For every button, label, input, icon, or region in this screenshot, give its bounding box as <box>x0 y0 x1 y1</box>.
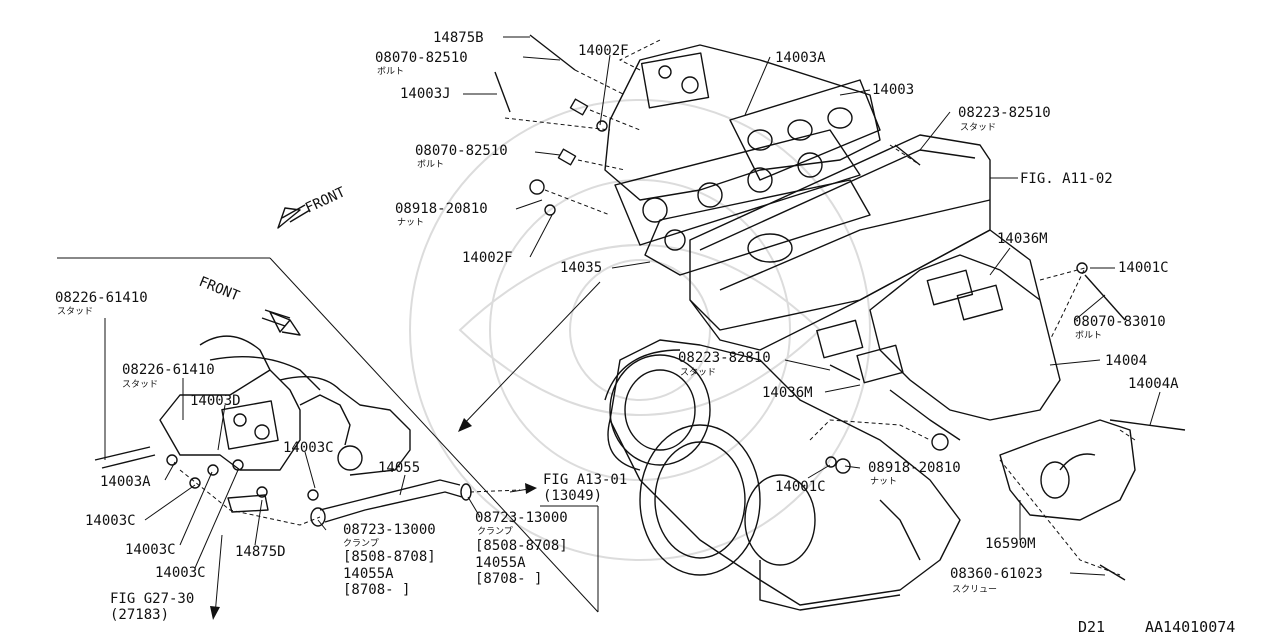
part-label-14875B: 14875B <box>433 30 484 46</box>
leader-arrow-engine <box>458 281 601 432</box>
model-label-d21: D21 <box>1078 618 1105 636</box>
part-label-14003C-c: 14003C <box>125 542 176 558</box>
jp-nut-right: ナット <box>870 476 897 487</box>
engine-block-drawing <box>604 134 1041 611</box>
part-label-14003A-top: 14003A <box>775 50 826 66</box>
ref-label-fig-a13-01: FIG A13-01 <box>543 472 627 488</box>
jp-clamp-b: クランプ <box>477 526 513 537</box>
ref-label-13049: (13049) <box>543 488 602 504</box>
jp-stud-82810: スタッド <box>680 367 716 378</box>
part-label-14002F-lower: 14002F <box>462 250 513 266</box>
jp-bolt-83010: ボルト <box>1075 330 1102 341</box>
front-label-top: FRONT <box>303 184 348 217</box>
part-label-08918-20810-right: 08918-20810 <box>868 460 961 476</box>
part-label-08226-61410-b: 08226-61410 <box>122 362 215 378</box>
ref-label-fig-a11-02: FIG. A11-02 <box>1020 171 1113 187</box>
part-label-14055: 14055 <box>378 460 420 476</box>
jp-bolt-top: ボルト <box>377 66 404 77</box>
part-label-8708-b: [8708- ] <box>475 571 542 587</box>
leader-arrow-fig-g27 <box>210 534 223 620</box>
part-label-14036M-lower: 14036M <box>762 385 813 401</box>
part-label-08223-82510: 08223-82510 <box>958 105 1051 121</box>
jp-stud-a: スタッド <box>57 306 93 317</box>
part-labels: 14875B 08070-82510 ボルト 14002F 14003A 140… <box>55 30 1235 636</box>
part-label-14002F-top: 14002F <box>578 43 629 59</box>
part-label-14003: 14003 <box>872 82 914 98</box>
part-label-8508-8708-b: [8508-8708] <box>475 538 568 554</box>
part-label-14004: 14004 <box>1105 353 1147 369</box>
leader-arrow-fig-a13 <box>509 483 537 494</box>
part-label-14003C-d: 14003C <box>155 565 206 581</box>
part-label-08226-61410-a: 08226-61410 <box>55 290 148 306</box>
jp-stud-08223-82510: スタッド <box>960 122 996 133</box>
part-label-14003J: 14003J <box>400 86 451 102</box>
jp-nut-left: ナット <box>397 217 424 228</box>
manifold-assembly-top <box>604 44 881 276</box>
jp-stud-b: スタッド <box>122 379 158 390</box>
part-label-08070-82510-top: 08070-82510 <box>375 50 468 66</box>
manifold-left-lower <box>159 335 472 527</box>
part-label-14001C-right: 14001C <box>1118 260 1169 276</box>
front-arrow-top <box>277 204 311 229</box>
part-label-8708-a: [8708- ] <box>343 582 410 598</box>
diagram-code-label: AA14010074 <box>1145 618 1235 636</box>
front-label-mid: FRONT <box>197 274 243 305</box>
part-label-08918-20810-left: 08918-20810 <box>395 201 488 217</box>
part-label-14003C-b: 14003C <box>85 513 136 529</box>
section-divider <box>57 257 599 613</box>
part-label-14036M-top: 14036M <box>997 231 1048 247</box>
part-label-14875D: 14875D <box>235 544 286 560</box>
part-label-14004A: 14004A <box>1128 376 1179 392</box>
jp-bolt-mid: ボルト <box>417 159 444 170</box>
part-label-08723-13000-b: 08723-13000 <box>475 510 568 526</box>
part-label-8508-8708-a: [8508-8708] <box>343 549 436 565</box>
part-label-08070-83010: 08070-83010 <box>1073 314 1166 330</box>
leader-lines <box>104 36 1161 576</box>
assembly-guide-lines <box>179 39 1136 576</box>
part-label-16590M: 16590M <box>985 536 1036 552</box>
part-label-14003C-a: 14003C <box>283 440 334 456</box>
jp-screw: スクリュー <box>952 584 997 595</box>
front-arrow-mid <box>261 309 301 336</box>
part-label-08360-61023: 08360-61023 <box>950 566 1043 582</box>
ref-label-fig-g27-30: FIG G27-30 <box>110 591 194 607</box>
ref-label-27183: (27183) <box>110 607 169 623</box>
part-label-14035: 14035 <box>560 260 602 276</box>
exhaust-outlet-right <box>816 254 1136 521</box>
part-label-14001C-lower: 14001C <box>775 479 826 495</box>
part-label-08223-82810: 08223-82810 <box>678 350 771 366</box>
part-label-08070-82510-mid: 08070-82510 <box>415 143 508 159</box>
part-label-14003A-left: 14003A <box>100 474 151 490</box>
part-label-08723-13000-a: 08723-13000 <box>343 522 436 538</box>
part-label-14003D: 14003D <box>190 393 241 409</box>
part-label-14055A-b: 14055A <box>475 555 526 571</box>
part-label-14055A-a: 14055A <box>343 566 394 582</box>
jp-clamp-a: クランプ <box>343 538 379 549</box>
